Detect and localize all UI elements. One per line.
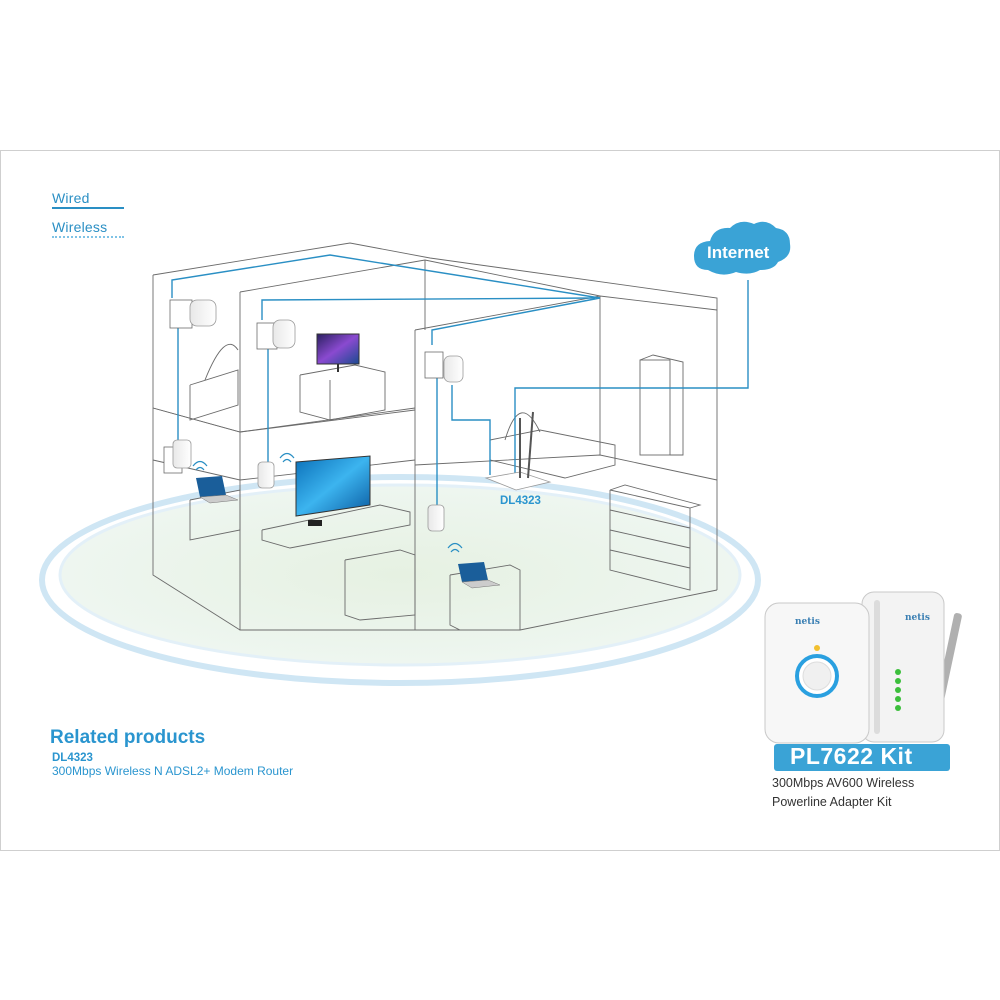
brand-logo-front: netis — [795, 617, 820, 627]
legend-wired-label: Wired — [52, 190, 90, 206]
powerline-adapter-product-front — [764, 602, 870, 744]
kit-description-line2: Powerline Adapter Kit — [772, 795, 892, 809]
tv-icon — [295, 455, 371, 526]
laptop-icon — [196, 476, 239, 504]
monitor-icon — [316, 333, 360, 372]
router-icon — [484, 411, 552, 491]
internet-cloud-icon — [694, 221, 791, 275]
laptop-icon — [458, 562, 501, 589]
powerline-adapters — [172, 299, 464, 532]
wireless-signals — [192, 452, 463, 553]
related-product-model: DL4323 — [52, 752, 93, 764]
related-product-description: 300Mbps Wireless N ADSL2+ Modem Router — [52, 764, 294, 778]
wired-connections — [171, 254, 749, 505]
legend-wireless-line — [52, 236, 124, 238]
kit-description-line1: 300Mbps AV600 Wireless — [772, 776, 915, 790]
legend-wireless-label: Wireless — [52, 219, 108, 235]
kit-title: PL7622 Kit — [790, 743, 913, 769]
brand-logo-back: netis — [905, 613, 930, 623]
internet-label: Internet — [707, 243, 770, 262]
legend-wired-line — [52, 207, 124, 209]
router-label: DL4323 — [500, 495, 541, 507]
related-products-title: Related products — [50, 727, 206, 748]
kit-title-banner — [774, 744, 950, 771]
